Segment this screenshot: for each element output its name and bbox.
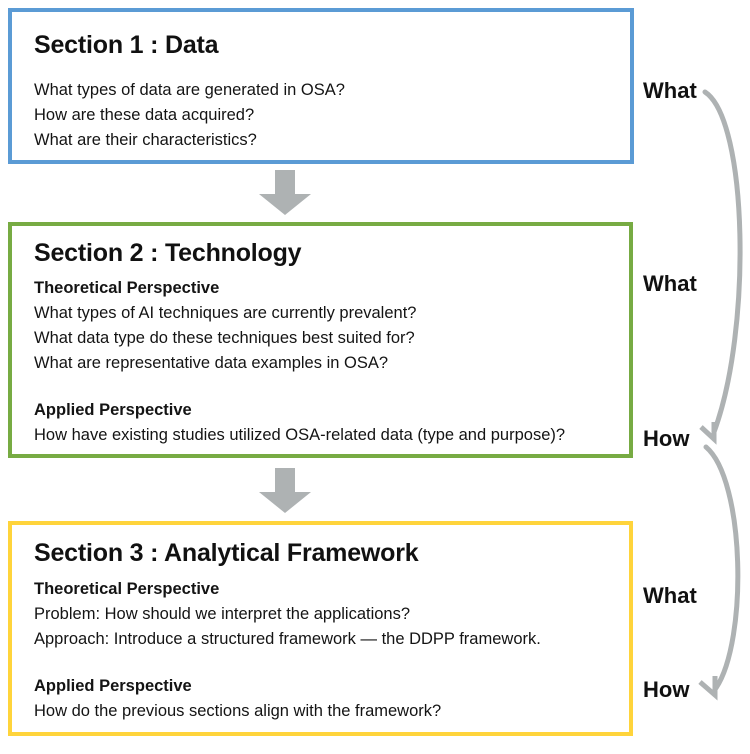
- side-label-what-2: What: [643, 271, 697, 296]
- section-1-line-3: What are their characteristics?: [34, 131, 257, 149]
- section-3-applied-heading: Applied Perspective: [34, 677, 192, 695]
- section-3-group-spacer: [34, 652, 541, 674]
- section-2-theoretical-line-3: What are representative data examples in…: [34, 354, 389, 372]
- section-card-data: Section 1 : Data What types of data are …: [8, 8, 634, 164]
- section-2-group-spacer: [34, 376, 565, 398]
- section-1-title: Section 1 : Data: [34, 31, 219, 59]
- side-label-what-1: What: [643, 78, 697, 103]
- section-3-applied-line-1: How do the previous sections align with …: [34, 702, 442, 720]
- side-label-what-3: What: [643, 583, 697, 608]
- down-block-arrow-icon-1: [257, 170, 313, 216]
- side-label-how-1: How: [643, 426, 690, 451]
- section-1-body: What types of data are generated in OSA?…: [34, 78, 345, 153]
- section-1-line-1: What types of data are generated in OSA?: [34, 81, 345, 99]
- section-2-theoretical-line-2: What data type do these techniques best …: [34, 329, 415, 347]
- curved-arrow-what1-to-how1: [699, 89, 743, 445]
- section-3-theoretical-heading: Theoretical Perspective: [34, 580, 220, 598]
- section-2-applied-heading: Applied Perspective: [34, 401, 192, 419]
- section-card-technology: Section 2 : Technology Theoretical Persp…: [8, 222, 633, 458]
- down-block-arrow-icon-2: [257, 468, 313, 514]
- section-3-theoretical-line-1: Problem: How should we interpret the app…: [34, 605, 411, 623]
- section-2-title: Section 2 : Technology: [34, 239, 302, 267]
- section-1-line-2: How are these data acquired?: [34, 106, 255, 124]
- section-3-theoretical-line-2: Approach: Introduce a structured framewo…: [34, 630, 541, 648]
- section-3-body: Theoretical Perspective Problem: How sho…: [34, 577, 541, 724]
- section-card-analytical-framework: Section 3 : Analytical Framework Theoret…: [8, 521, 633, 736]
- side-label-how-2: How: [643, 677, 690, 702]
- section-2-applied-line-1: How have existing studies utilized OSA-r…: [34, 426, 566, 444]
- section-2-body: Theoretical Perspective What types of AI…: [34, 276, 565, 448]
- curved-arrow-how1-to-how2: [698, 444, 741, 701]
- section-2-theoretical-line-1: What types of AI techniques are currentl…: [34, 304, 417, 322]
- section-3-title: Section 3 : Analytical Framework: [34, 539, 419, 567]
- section-2-theoretical-heading: Theoretical Perspective: [34, 279, 220, 297]
